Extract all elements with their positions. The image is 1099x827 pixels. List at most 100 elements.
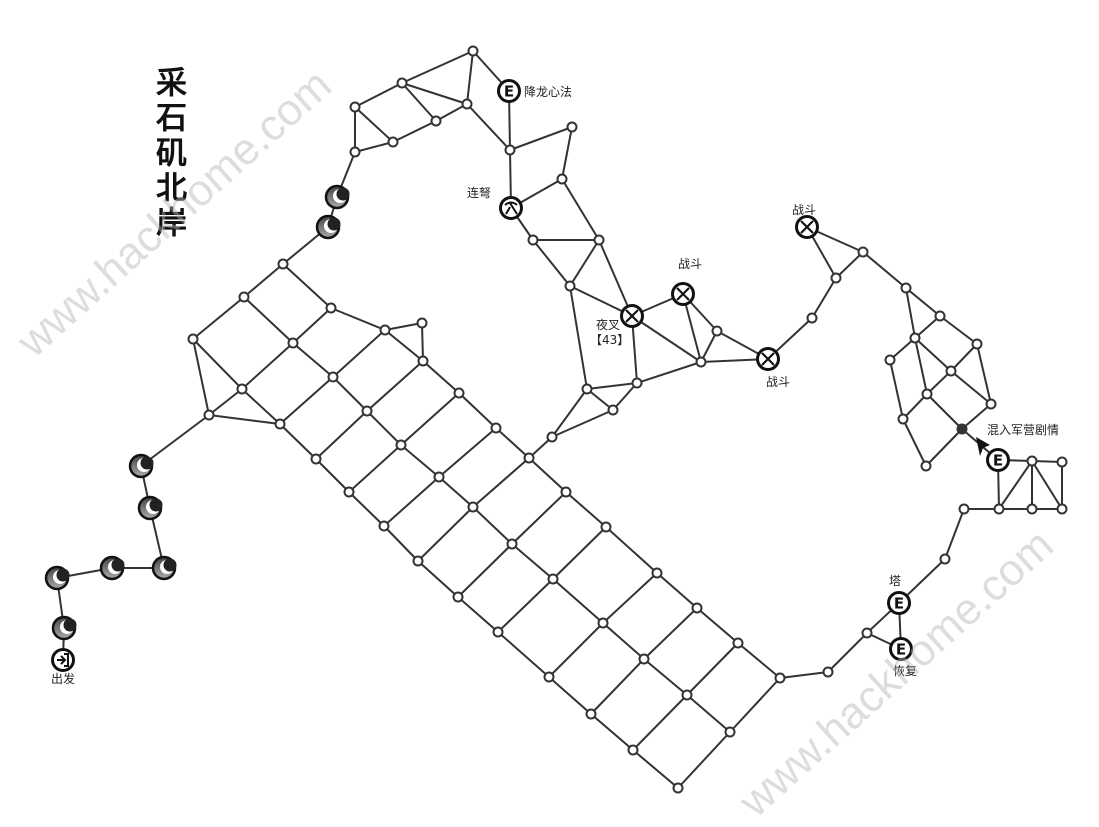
waypoint-node[interactable] — [379, 324, 391, 336]
waypoint-node[interactable] — [467, 45, 479, 57]
waypoint-node[interactable] — [412, 555, 424, 567]
waypoint-node[interactable] — [504, 144, 516, 156]
start-node-enter-icon[interactable] — [51, 648, 75, 672]
waypoint-node[interactable] — [830, 272, 842, 284]
waypoint-node[interactable] — [430, 115, 442, 127]
waypoint-node[interactable] — [349, 101, 361, 113]
waypoint-node[interactable] — [897, 413, 909, 425]
waypoint-node[interactable] — [396, 77, 408, 89]
waypoint-node[interactable] — [492, 626, 504, 638]
waypoint-node[interactable] — [774, 672, 786, 684]
waypoint-node[interactable] — [581, 383, 593, 395]
waypoint-node[interactable] — [203, 409, 215, 421]
crescent-moon-icon[interactable] — [151, 555, 177, 581]
waypoint-node[interactable] — [461, 98, 473, 110]
waypoint-node[interactable] — [523, 452, 535, 464]
waypoint-node[interactable] — [638, 653, 650, 665]
waypoint-node[interactable] — [732, 637, 744, 649]
waypoint-node[interactable] — [691, 602, 703, 614]
waypoint-node[interactable] — [921, 388, 933, 400]
waypoint-node[interactable] — [585, 708, 597, 720]
waypoint-node[interactable] — [547, 573, 559, 585]
waypoint-node[interactable] — [822, 666, 834, 678]
waypoint-node[interactable] — [934, 310, 946, 322]
waypoint-node[interactable] — [597, 617, 609, 629]
crescent-moon-icon[interactable] — [324, 184, 350, 210]
waypoint-node[interactable] — [861, 627, 873, 639]
crescent-moon-icon[interactable] — [128, 453, 154, 479]
waypoint-node[interactable] — [724, 726, 736, 738]
crescent-moon-icon[interactable] — [44, 565, 70, 591]
waypoint-node[interactable] — [387, 136, 399, 148]
battle-node-crossed-swords-icon[interactable] — [671, 282, 695, 306]
waypoint-node[interactable] — [287, 337, 299, 349]
waypoint-node[interactable] — [1056, 456, 1068, 468]
waypoint-node[interactable] — [945, 365, 957, 377]
crescent-moon-icon[interactable] — [137, 495, 163, 521]
waypoint-node[interactable] — [993, 503, 1005, 515]
waypoint-node[interactable] — [560, 486, 572, 498]
waypoint-node[interactable] — [433, 471, 445, 483]
waypoint-node[interactable] — [600, 521, 612, 533]
waypoint-node[interactable] — [556, 173, 568, 185]
waypoint-node[interactable] — [325, 302, 337, 314]
battle-node-crossed-swords-icon[interactable] — [795, 215, 819, 239]
waypoint-node[interactable] — [607, 404, 619, 416]
battle-node-crossed-swords-icon[interactable] — [620, 304, 644, 328]
waypoint-node[interactable] — [695, 356, 707, 368]
waypoint-node[interactable] — [236, 383, 248, 395]
waypoint-node[interactable] — [1026, 455, 1038, 467]
event-node-e-icon[interactable]: E — [887, 591, 911, 615]
waypoint-node[interactable] — [274, 418, 286, 430]
waypoint-node[interactable] — [310, 453, 322, 465]
waypoint-node[interactable] — [593, 234, 605, 246]
waypoint-node[interactable] — [277, 258, 289, 270]
waypoint-node[interactable] — [527, 234, 539, 246]
waypoint-node[interactable] — [506, 538, 518, 550]
waypoint-node[interactable] — [395, 439, 407, 451]
waypoint-node[interactable] — [806, 312, 818, 324]
crescent-moon-icon[interactable] — [315, 214, 341, 240]
waypoint-node[interactable] — [467, 501, 479, 513]
story-node-filled-dot-icon[interactable] — [956, 423, 968, 435]
waypoint-node[interactable] — [452, 591, 464, 603]
waypoint-node[interactable] — [627, 744, 639, 756]
crossbow-node-pickaxe-icon[interactable] — [499, 196, 523, 220]
waypoint-node[interactable] — [900, 282, 912, 294]
waypoint-node[interactable] — [711, 325, 723, 337]
waypoint-node[interactable] — [631, 377, 643, 389]
crescent-moon-icon[interactable] — [99, 555, 125, 581]
waypoint-node[interactable] — [920, 460, 932, 472]
waypoint-node[interactable] — [564, 280, 576, 292]
waypoint-node[interactable] — [416, 317, 428, 329]
waypoint-node[interactable] — [453, 387, 465, 399]
waypoint-node[interactable] — [187, 333, 199, 345]
waypoint-node[interactable] — [1056, 503, 1068, 515]
waypoint-node[interactable] — [857, 246, 869, 258]
waypoint-node[interactable] — [546, 431, 558, 443]
waypoint-node[interactable] — [985, 398, 997, 410]
waypoint-node[interactable] — [343, 486, 355, 498]
waypoint-node[interactable] — [349, 146, 361, 158]
waypoint-node[interactable] — [971, 338, 983, 350]
waypoint-node[interactable] — [327, 371, 339, 383]
waypoint-node[interactable] — [681, 689, 693, 701]
waypoint-node[interactable] — [543, 671, 555, 683]
event-node-e-icon[interactable]: E — [497, 79, 521, 103]
waypoint-node[interactable] — [884, 354, 896, 366]
waypoint-node[interactable] — [958, 503, 970, 515]
waypoint-node[interactable] — [939, 553, 951, 565]
battle-node-crossed-swords-icon[interactable] — [756, 347, 780, 371]
waypoint-node[interactable] — [417, 355, 429, 367]
waypoint-node[interactable] — [672, 782, 684, 794]
event-node-e-icon[interactable]: E — [986, 448, 1010, 472]
waypoint-node[interactable] — [909, 332, 921, 344]
waypoint-node[interactable] — [378, 520, 390, 532]
waypoint-node[interactable] — [566, 121, 578, 133]
event-node-e-icon[interactable]: E — [889, 637, 913, 661]
crescent-moon-icon[interactable] — [51, 615, 77, 641]
waypoint-node[interactable] — [490, 422, 502, 434]
waypoint-node[interactable] — [361, 405, 373, 417]
waypoint-node[interactable] — [238, 291, 250, 303]
waypoint-node[interactable] — [1026, 503, 1038, 515]
